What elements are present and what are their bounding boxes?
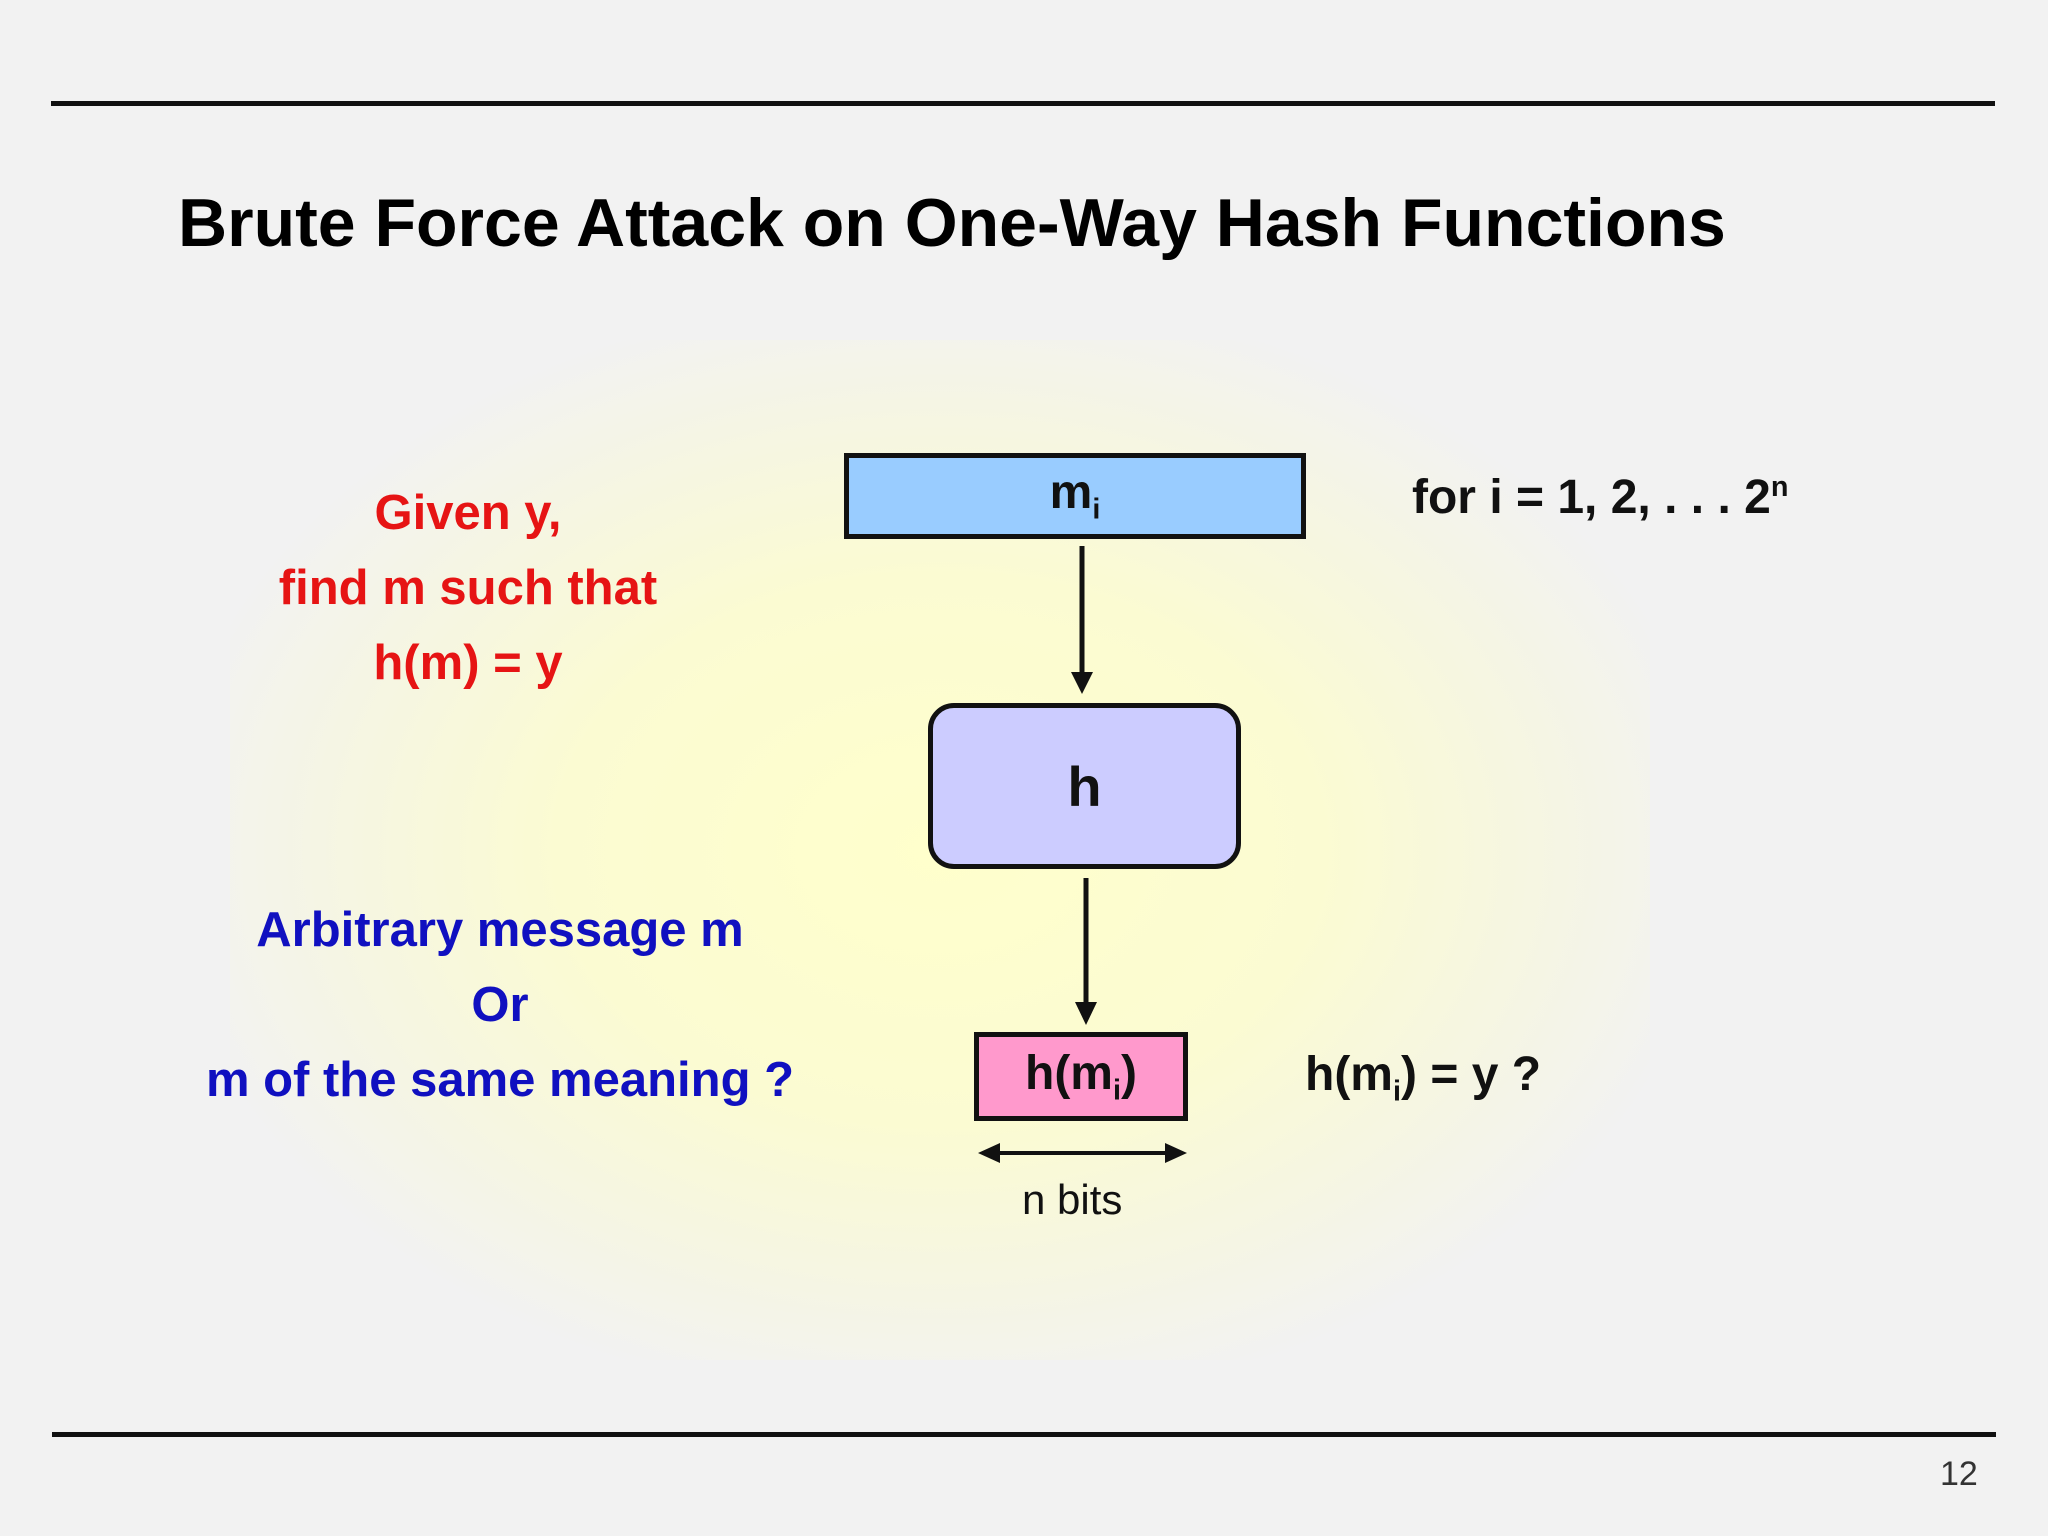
- goal-statement: Given y, find m such that h(m) = y: [240, 476, 696, 701]
- hash-check: h(mi) = y ?: [1305, 1048, 1542, 1108]
- top-rule: [51, 101, 1995, 106]
- iteration-range: for i = 1, 2, . . . 2n: [1412, 471, 1789, 524]
- page-number: 12: [1940, 1455, 1978, 1493]
- hash-function-box: h: [928, 703, 1241, 869]
- input-message-label: mi: [1049, 466, 1101, 526]
- question-line: m of the same meaning ?: [205, 1053, 795, 1107]
- goal-line: h(m) = y: [373, 636, 563, 690]
- message-question: Arbitrary message m Or m of the same mea…: [160, 893, 840, 1118]
- hash-output-label: h(mi): [1025, 1046, 1137, 1107]
- question-line: Or: [471, 978, 529, 1032]
- arrow-hash-to-output: [1075, 878, 1097, 1025]
- input-message-box: mi: [844, 453, 1306, 539]
- slide-title: Brute Force Attack on One-Way Hash Funct…: [178, 185, 1726, 261]
- width-double-arrow: [978, 1143, 1187, 1163]
- goal-line: find m such that: [278, 561, 658, 615]
- question-line: Arbitrary message m: [256, 903, 744, 957]
- goal-line: Given y,: [374, 486, 562, 540]
- width-label: n bits: [1022, 1176, 1123, 1223]
- hash-output-box: h(mi): [974, 1032, 1188, 1121]
- hash-function-label: h: [1067, 754, 1102, 818]
- bottom-rule: [52, 1432, 1996, 1437]
- arrow-input-to-hash: [1071, 546, 1093, 694]
